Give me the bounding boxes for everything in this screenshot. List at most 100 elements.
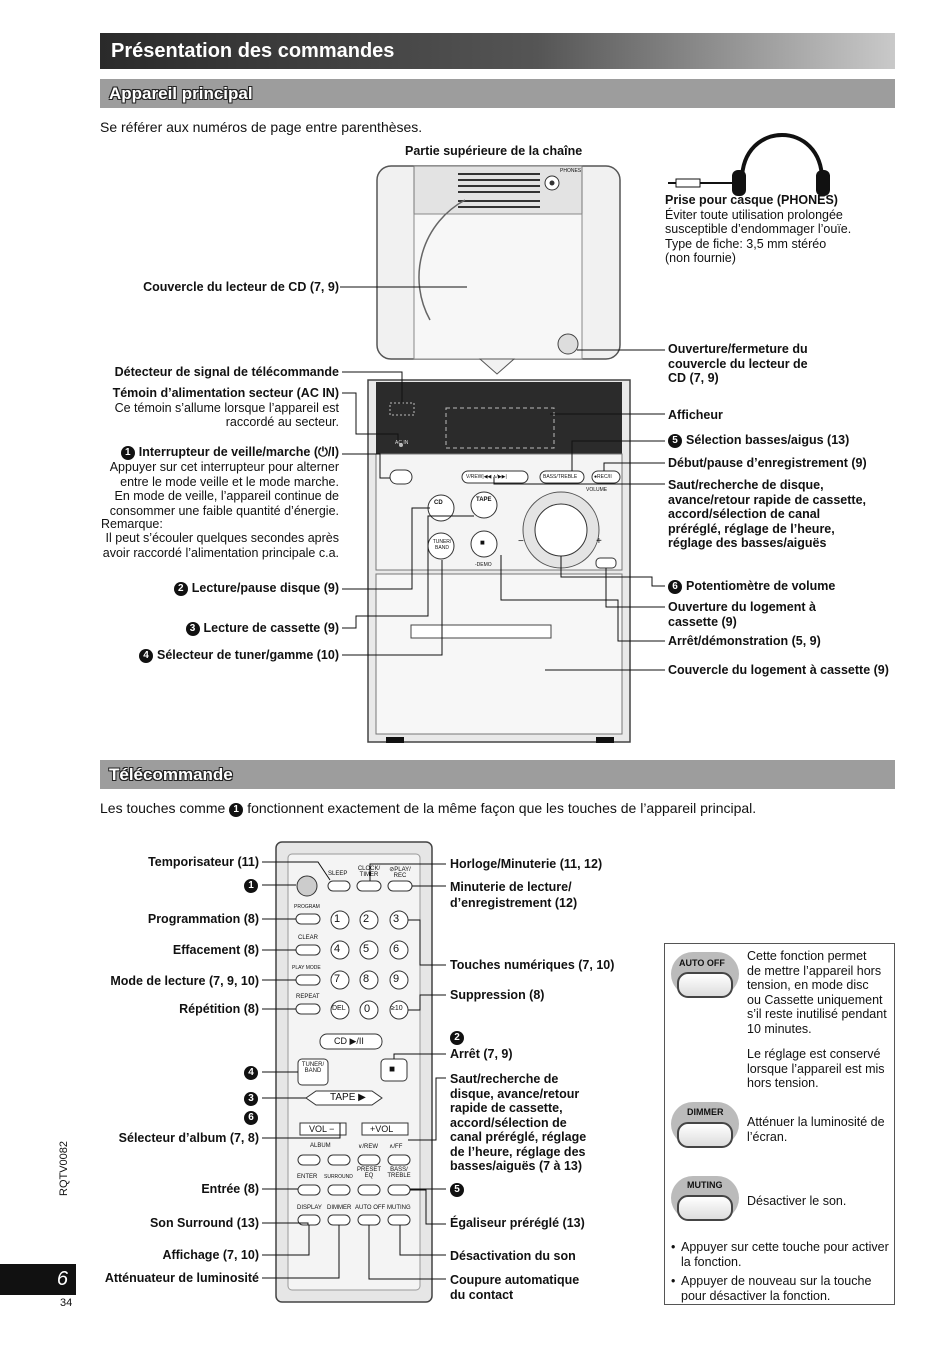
ac-indicator-label: Témoin d’alimentation secteur (AC IN) Ce…	[112, 386, 339, 429]
key-digit-4: 4	[334, 943, 341, 955]
auto-off-key-icon	[677, 972, 733, 998]
phones-label: Prise pour casque (PHONES) Éviter toute …	[665, 193, 852, 265]
cd-play-button	[427, 494, 455, 522]
key-stop: ■	[389, 1064, 396, 1075]
key-10plus: ≥10	[391, 1005, 403, 1012]
muting-desc: Désactiver le son.	[747, 1194, 847, 1208]
key-album: ALBUM	[310, 1143, 331, 1149]
remote-label-surround: Son Surround (13)	[149, 1216, 259, 1230]
key-display: DISPLAY	[297, 1205, 322, 1211]
dimmer-key-icon	[677, 1122, 733, 1148]
sub-page-number: 34	[60, 1297, 73, 1309]
remote-label-repeat: Répétition (8)	[179, 1002, 259, 1016]
remote-label-clock: Horloge/Minuterie (11, 12)	[450, 857, 603, 871]
remote-label-num4: 4	[244, 1065, 258, 1080]
remote-label-num6: 6	[244, 1110, 258, 1125]
volume-knob	[534, 503, 588, 557]
rec-pause-button	[591, 470, 621, 484]
minus-print: −	[518, 536, 524, 547]
page-title: Présentation des commandes	[100, 33, 895, 69]
bass-treble-button	[539, 470, 585, 484]
main-unit-illustration	[340, 133, 830, 743]
ac-in-led	[399, 443, 403, 447]
key-digit-1: 1	[334, 913, 341, 925]
key-preset-eq: PRESET EQ	[357, 1167, 382, 1179]
key-tape: TAPE ▶	[330, 1092, 366, 1103]
key-clear: CLEAR	[298, 935, 319, 941]
key-digit-6: 6	[393, 943, 400, 955]
key-vol-minus: VOL −	[309, 1124, 335, 1134]
key-auto-off: AUTO OFF	[355, 1205, 386, 1211]
remote-label-numeric: Touches numériques (7, 10)	[450, 958, 615, 972]
cd-cover-label: Couvercle du lecteur de CD (7, 9)	[143, 280, 339, 294]
cd-lid-arc	[418, 199, 466, 321]
document-code: RQTV0082	[58, 1140, 70, 1196]
remote-label-program: Programmation (8)	[147, 912, 259, 926]
key-tuner: TUNER/ BAND	[301, 1062, 325, 1074]
tape-play-button	[470, 491, 498, 519]
volume-print: VOLUME	[586, 487, 608, 493]
tape-key-print: TAPE	[476, 497, 492, 503]
standby-icon: ⏻	[318, 445, 328, 459]
key-play-rec: ⊘PLAY/ REC	[389, 867, 411, 879]
key-dimmer: DIMMER	[327, 1205, 352, 1211]
grille-slots	[458, 173, 540, 208]
skip-buttons	[461, 470, 529, 484]
key-play-mode: PLAY MODE	[292, 965, 321, 971]
key-program: PROGRAM	[294, 904, 320, 910]
skip-label: Saut/recherche de disque,avance/retour r…	[668, 478, 867, 550]
bass-print: BASS/TREBLE	[543, 474, 578, 480]
muting-key-icon	[677, 1195, 733, 1221]
key-digit-7: 7	[334, 973, 341, 985]
remote-label-del: Suppression (8)	[450, 988, 545, 1002]
key-digit-9: 9	[393, 973, 400, 985]
ac-in-print: AC IN	[395, 440, 409, 446]
remote-label-num2: 2	[450, 1030, 464, 1045]
key-bass-treble: BASS/ TREBLE	[387, 1167, 411, 1179]
leader-lines-remote	[262, 861, 446, 1280]
standby-button	[389, 469, 413, 485]
auto-off-key-label: AUTO OFF	[679, 958, 725, 968]
key-ff: ∧/FF	[389, 1144, 403, 1150]
stop-button	[470, 530, 498, 558]
key-vol-plus: +VOL	[370, 1124, 394, 1134]
main-unit-intro: Se référer aux numéros de page entre par…	[100, 119, 423, 135]
info-bullets: •Appuyer sur cette touche pour activer l…	[671, 1240, 889, 1303]
remote-label-enter: Entrée (8)	[201, 1182, 259, 1196]
remote-label-play-rec: Minuterie de lecture/d’enregistrement (1…	[450, 880, 578, 910]
remote-illustration	[262, 841, 446, 1303]
remote-power-button	[296, 875, 318, 897]
dimmer-key-label: DIMMER	[687, 1107, 724, 1117]
rec-pause-label: Début/pause d’enregistrement (9)	[668, 456, 867, 470]
section-main-unit: Appareil principal	[100, 79, 895, 108]
page-number: 6	[0, 1264, 76, 1295]
display-panel	[376, 382, 622, 454]
leader-lines-main	[340, 286, 665, 671]
rec-print: ●REC/II	[594, 474, 612, 480]
stop-key-print: ■	[480, 538, 485, 547]
key-muting: MUTING	[387, 1205, 411, 1211]
remote-label-num3: 3	[244, 1091, 258, 1106]
stop-demo-label: Arrêt/démonstration (5, 9)	[668, 634, 821, 648]
remote-lower-keys	[297, 1154, 411, 1226]
tuner-key-print: TUNER/ BAND	[432, 539, 452, 551]
key-clock: CLOCK/ TIMER	[357, 866, 381, 878]
cassette-door	[375, 573, 623, 735]
remote-label-album: Sélecteur d’album (7, 8)	[118, 1131, 259, 1145]
remote-label-clear: Effacement (8)	[172, 943, 259, 957]
remote-label-num5: 5	[450, 1182, 464, 1197]
demo-print: -DEMO	[475, 562, 492, 568]
cassette-window	[410, 624, 552, 639]
